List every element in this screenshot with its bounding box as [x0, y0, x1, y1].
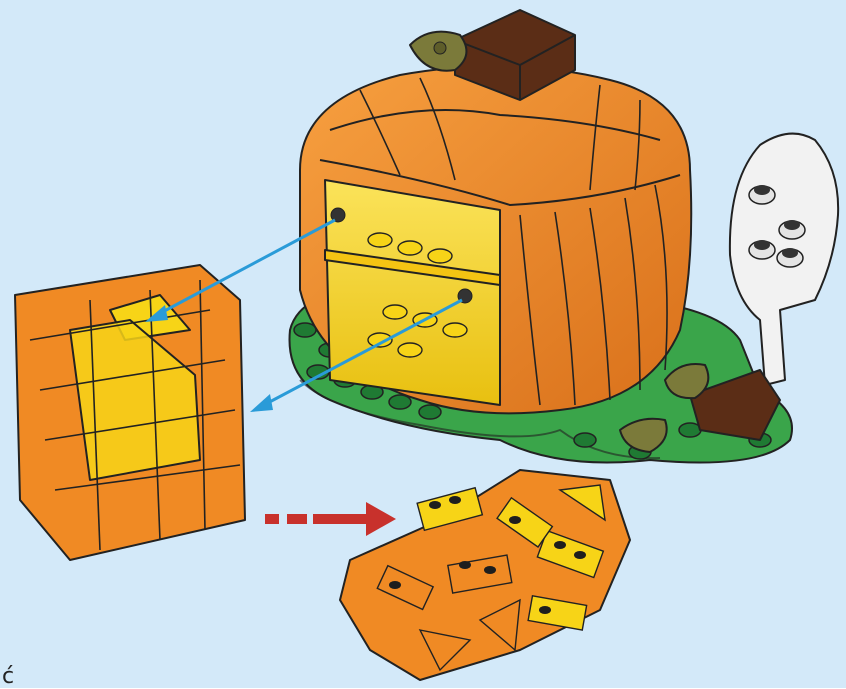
- detached-face-panel: [15, 265, 245, 560]
- pumpkin-leaf: [410, 32, 466, 71]
- corner-mark: ć: [2, 664, 14, 689]
- loose-bricks-pile: [340, 470, 630, 680]
- white-ghost-plate: [730, 134, 838, 385]
- disassemble-arrow-icon: [265, 502, 396, 536]
- pumpkin-yellow-interior: [325, 180, 500, 405]
- pumpkin-body: [300, 66, 691, 413]
